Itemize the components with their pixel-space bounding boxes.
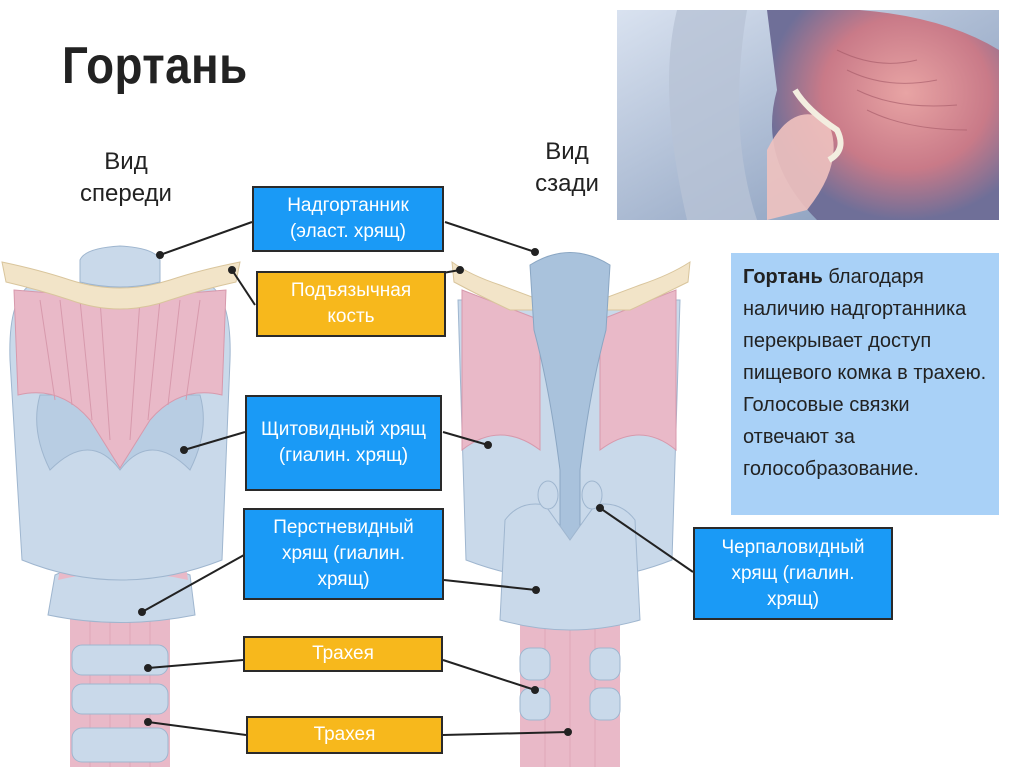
info-box: Гортань благодаря наличию надгортанника …	[731, 253, 999, 515]
cricoid-label-text: Перстневидный хрящ (гиалин. хрящ)	[254, 515, 434, 593]
cricoid-label: Перстневидный хрящ (гиалин. хрящ)	[243, 508, 444, 600]
trachea-label-1: Трахея	[243, 636, 443, 672]
thyroid-label-text: Щитовидный хрящ (гиалин. хрящ)	[259, 417, 429, 469]
epiglottis-label: Надгортанник (эласт. хрящ)	[252, 186, 444, 252]
info-text: благодаря наличию надгортанника перекрыв…	[743, 266, 986, 480]
thyroid-label: Щитовидный хрящ (гиалин. хрящ)	[245, 395, 442, 491]
epiglottis-label-text: Надгортанник (эласт. хрящ)	[263, 193, 433, 245]
larynx-photo-art	[617, 10, 999, 220]
front-view-larynx	[2, 246, 240, 767]
trachea-label-2: Трахея	[246, 716, 443, 754]
arytenoid-label: Черпаловидный хрящ (гиалин. хрящ)	[693, 527, 893, 620]
hyoid-label-text: Подъязычная кость	[271, 278, 431, 330]
trachea-label-2-text: Трахея	[314, 722, 376, 748]
info-bold-term: Гортань	[743, 266, 823, 288]
hyoid-label: Подъязычная кость	[256, 271, 446, 337]
trachea-label-1-text: Трахея	[312, 641, 374, 667]
arytenoid-label-text: Черпаловидный хрящ (гиалин. хрящ)	[703, 535, 883, 613]
larynx-photo	[617, 10, 999, 220]
back-view-larynx	[452, 253, 690, 767]
